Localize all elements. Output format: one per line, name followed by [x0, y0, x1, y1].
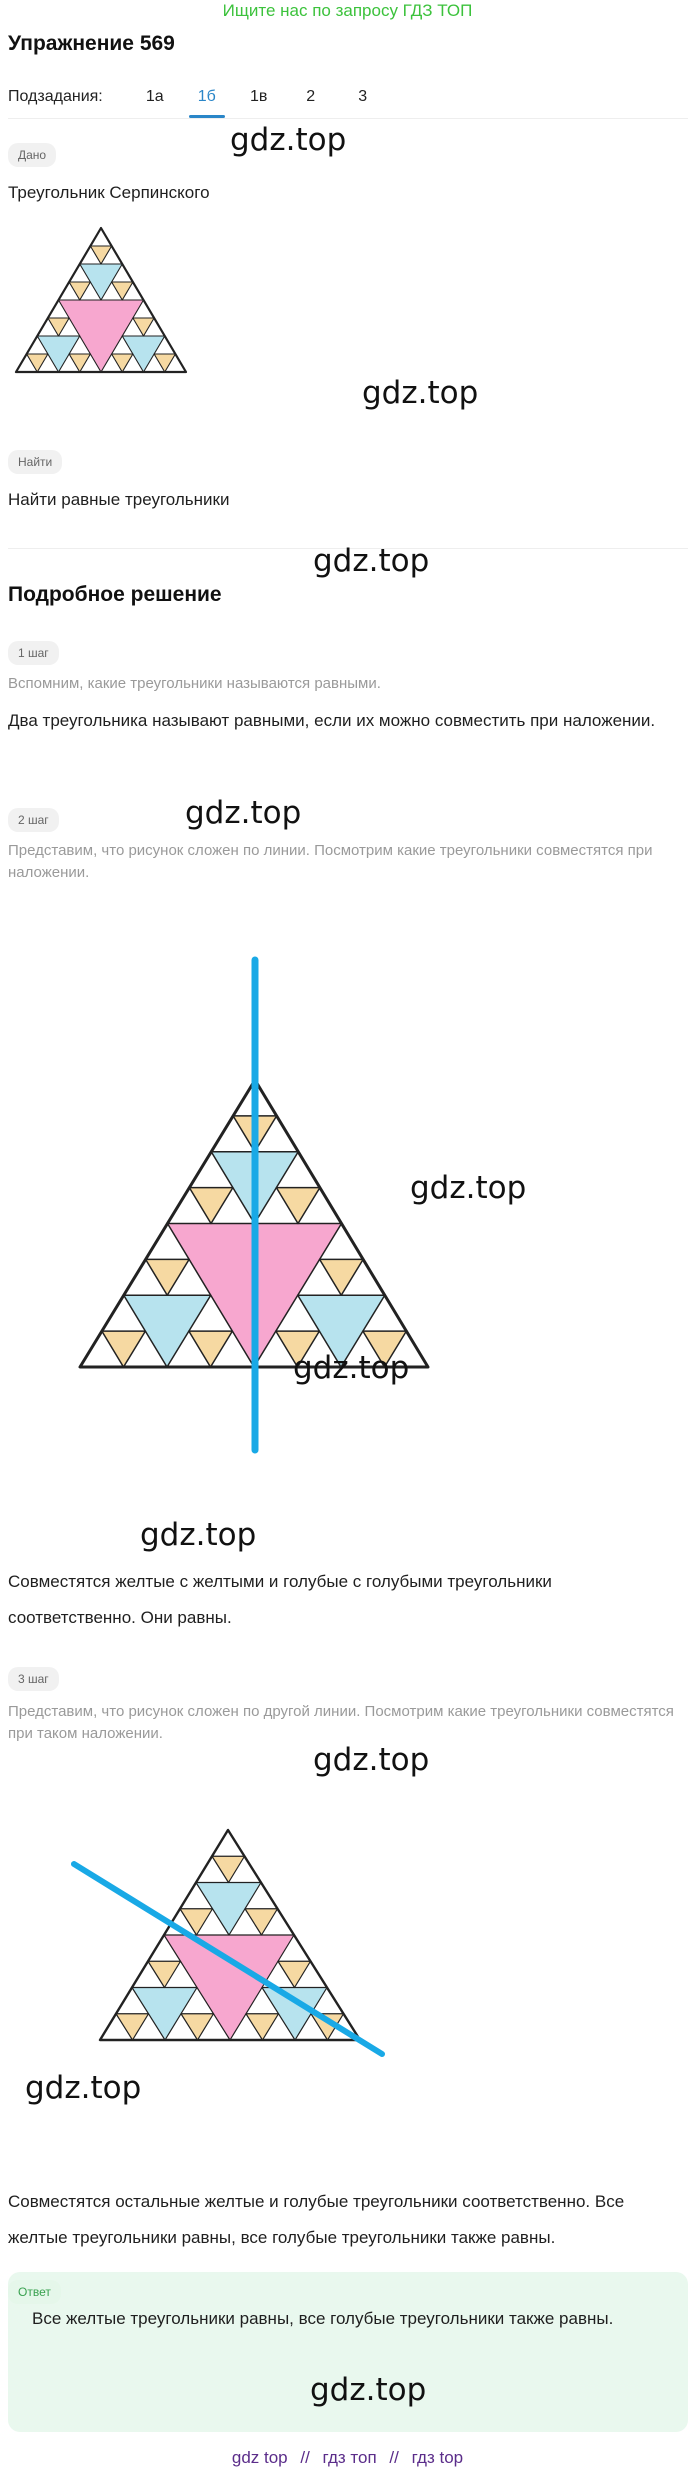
footer-links: gdz top // гдз топ // гдз top — [0, 2448, 695, 2468]
tab-1a[interactable]: 1а — [145, 88, 164, 105]
yellow-triangle — [68, 353, 91, 373]
watermark: gdz.top — [410, 1170, 527, 1206]
sierpinski-figure-diagonal-fold — [71, 1828, 385, 2057]
yellow-triangle — [277, 1960, 312, 1989]
page-title: Упражнение 569 — [8, 32, 175, 55]
footer-sep-1: // — [300, 2448, 310, 2467]
footer-sep-2: // — [389, 2448, 399, 2467]
step-1-chip: 1 шаг — [8, 641, 59, 665]
step-1-hint: Вспомним, какие треугольники называются … — [8, 675, 381, 692]
fold-line-diagonal — [71, 1861, 385, 2057]
yellow-triangle — [26, 353, 49, 373]
yellow-triangle — [318, 1258, 364, 1296]
given-text: Треугольник Серпинского — [8, 183, 210, 202]
yellow-triangle — [101, 1330, 147, 1368]
yellow-triangle — [244, 1908, 279, 1936]
footer-link-1[interactable]: gdz top — [231, 2448, 288, 2467]
yellow-triangle — [275, 1330, 321, 1368]
yellow-triangle — [275, 1186, 321, 1225]
sierpinski-figure-vertical-fold — [78, 956, 430, 1454]
yellow-triangle — [68, 281, 91, 301]
yellow-triangle — [47, 317, 70, 337]
tab-1b[interactable]: 1б — [181, 84, 233, 118]
yellow-triangle — [211, 1855, 246, 1884]
given-chip: Дано — [8, 143, 57, 167]
yellow-triangle — [89, 245, 113, 265]
yellow-triangle — [147, 1960, 182, 1989]
step-3-chip: 3 шаг — [8, 1667, 59, 1691]
step-2-text: Совместятся желтые с желтыми и голубые с… — [8, 1572, 552, 1627]
watermark: gdz.top — [25, 2070, 142, 2106]
watermark: gdz.top — [310, 2372, 427, 2408]
tab-1v[interactable]: 1в — [250, 88, 268, 105]
yellow-triangle — [153, 353, 176, 373]
answer-box — [8, 2272, 688, 2432]
search-banner[interactable]: Ищите нас по запросу ГДЗ ТОП — [222, 1, 473, 20]
yellow-triangle — [111, 353, 134, 373]
watermark: gdz.top — [293, 1350, 410, 1386]
footer-link-2[interactable]: гдз топ — [322, 2448, 377, 2467]
yellow-triangle — [132, 317, 155, 337]
answer-text: Все желтые треугольники равны, все голуб… — [32, 2309, 614, 2328]
watermark: gdz.top — [230, 122, 347, 158]
solution-title: Подробное решение — [8, 583, 222, 606]
tab-2[interactable]: 2 — [306, 88, 316, 105]
step-2-hint: Представим, что рисунок сложен по линии.… — [8, 842, 653, 881]
yellow-triangle — [180, 2013, 215, 2041]
watermark: gdz.top — [313, 543, 430, 579]
sierpinski-figure-small — [14, 226, 188, 374]
tabs-divider — [8, 118, 688, 119]
step-1-text: Два треугольника называют равными, если … — [8, 711, 656, 730]
yellow-triangle — [111, 281, 134, 301]
yellow-triangle — [362, 1330, 408, 1368]
watermark: gdz.top — [140, 1517, 257, 1553]
find-text: Найти равные треугольники — [8, 490, 230, 509]
yellow-triangle — [188, 1186, 234, 1225]
watermark: gdz.top — [185, 795, 302, 831]
section-divider — [8, 548, 688, 549]
step-3-text: Совместятся остальные желтые и голубые т… — [8, 2192, 625, 2247]
subtasks-label: Подзадания: — [8, 88, 103, 105]
subtasks-nav: Подзадания: 1а 1б 1в 2 3 — [8, 82, 389, 118]
tab-3[interactable]: 3 — [358, 88, 368, 105]
yellow-triangle — [179, 1908, 214, 1936]
watermark: gdz.top — [313, 1742, 430, 1778]
yellow-triangle — [115, 2013, 150, 2041]
yellow-triangle — [144, 1258, 190, 1296]
find-chip: Найти — [8, 450, 63, 474]
answer-chip: Ответ — [8, 2280, 61, 2304]
footer-link-3[interactable]: гдз top — [411, 2448, 464, 2467]
yellow-triangle — [245, 2013, 280, 2041]
step-2-chip: 2 шаг — [8, 808, 59, 832]
step-3-hint: Представим, что рисунок сложен по другой… — [8, 1703, 674, 1742]
watermark: gdz.top — [362, 375, 479, 411]
yellow-triangle — [188, 1330, 234, 1368]
